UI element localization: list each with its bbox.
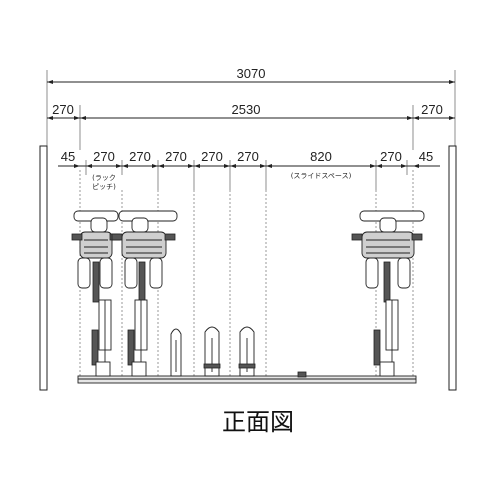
segment-label-1: 45 [61,149,75,164]
segment-label-4: 270 [165,149,187,164]
segment-label-2: 270 [93,149,115,164]
segment-label-7: 820 [310,149,332,164]
segment-label-6: 270 [237,149,259,164]
segment-label-5: 270 [201,149,223,164]
dimension-inner-label: 2530 [232,102,261,117]
bicycle-unit-2 [111,210,178,377]
bicycle-unit-1 [71,210,121,377]
view-title: 正面図 [222,408,294,436]
note-rack-pitch-line1: (ラック [92,174,116,182]
bicycle-unit-3 [351,210,425,377]
right-wall [448,145,457,391]
rack-stand-1 [170,328,182,377]
segment-label-9: 45 [419,149,433,164]
left-wall [39,145,48,391]
rack-stand-2 [203,326,221,377]
note-rack-pitch-line2: ピッチ) [92,183,116,191]
segment-label-3: 270 [129,149,151,164]
note-slide-space: (スライドスペース) [291,172,352,180]
dimension-row-segments: 45 270 270 270 270 270 820 270 45 (ラック ピ… [58,149,440,191]
dimension-overall: 3070 [46,66,456,150]
dimension-right-margin-label: 270 [421,102,443,117]
segment-label-8: 270 [380,149,402,164]
rack-stand-3 [238,326,256,377]
dimension-overall-label: 3070 [237,66,266,81]
dimension-left-margin-label: 270 [52,102,74,117]
dimension-row-main: 270 2530 270 [47,102,455,150]
